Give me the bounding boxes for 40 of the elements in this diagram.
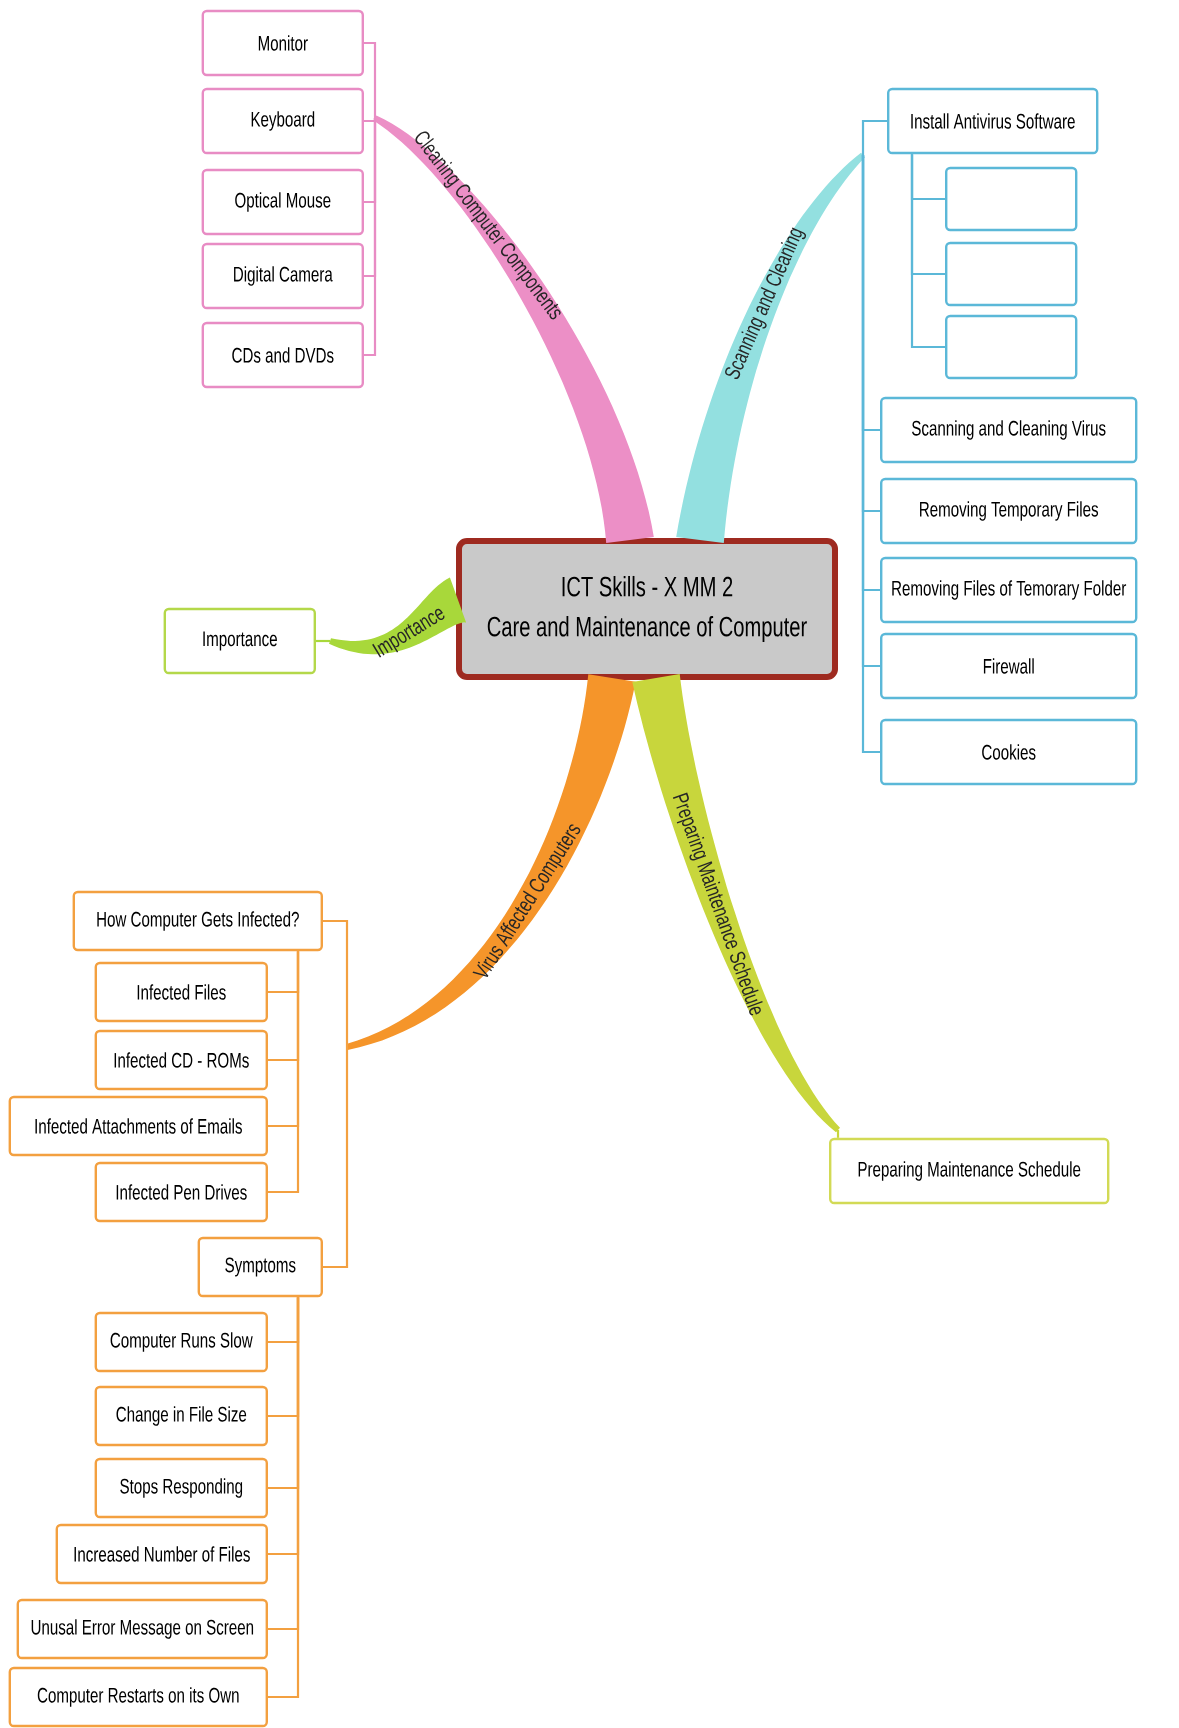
topic-box: Removing Temporary Files: [880, 477, 1138, 545]
connector-line: [364, 118, 377, 123]
topic-box: Computer Runs Slow: [94, 1311, 268, 1373]
topic-box: Monitor: [201, 9, 364, 77]
connector-line: [268, 1297, 300, 1699]
topic-box: Importance: [163, 607, 316, 675]
topic-box: Infected Pen Drives: [94, 1161, 268, 1223]
connector-line: [323, 919, 349, 1047]
topic-box: Unusal Error Message on Screen: [16, 1598, 268, 1660]
connector-line: [836, 1130, 840, 1138]
connector-line: [268, 951, 300, 1194]
connector-line: [316, 639, 330, 643]
topic-box: [945, 241, 1078, 307]
topic-box: Install Antivirus Software: [887, 87, 1099, 155]
topic-box: [945, 314, 1078, 380]
topic-box: Firewall: [880, 632, 1138, 700]
topic-box: Cookies: [880, 718, 1138, 786]
topic-box: How Computer Gets Infected?: [72, 890, 323, 952]
topic-box: Infected CD - ROMs: [94, 1029, 268, 1091]
connector-line: [861, 119, 887, 155]
topic-box: Computer Restarts on its Own: [8, 1666, 268, 1728]
topic-box: Preparing Maintenance Schedule: [829, 1137, 1110, 1205]
topic-box: Optical Mouse: [201, 168, 364, 236]
topic-box: [945, 166, 1078, 232]
connector-line: [364, 118, 377, 357]
topic-box: Keyboard: [201, 87, 364, 155]
topic-box: Removing Files of Temorary Folder: [880, 556, 1138, 624]
connector-line: [364, 41, 377, 118]
connector-line: [910, 154, 945, 349]
topic-box: Infected Files: [94, 961, 268, 1023]
topic-box: Digital Camera: [201, 242, 364, 310]
topic-box: Infected Attachments of Emails: [8, 1095, 268, 1157]
topic-box: Symptoms: [197, 1236, 323, 1298]
topic-box: Change in File Size: [94, 1385, 268, 1447]
connector-line: [323, 1047, 349, 1269]
topic-box: Scanning and Cleaning Virus: [880, 396, 1138, 464]
central-topic-box: ICT Skills - X MM 2 Care and Maintenance of Computer: [456, 538, 838, 680]
topic-box: Stops Responding: [94, 1457, 268, 1519]
topic-box: CDs and DVDs: [201, 321, 364, 389]
topic-box: Increased Number of Files: [55, 1523, 268, 1585]
